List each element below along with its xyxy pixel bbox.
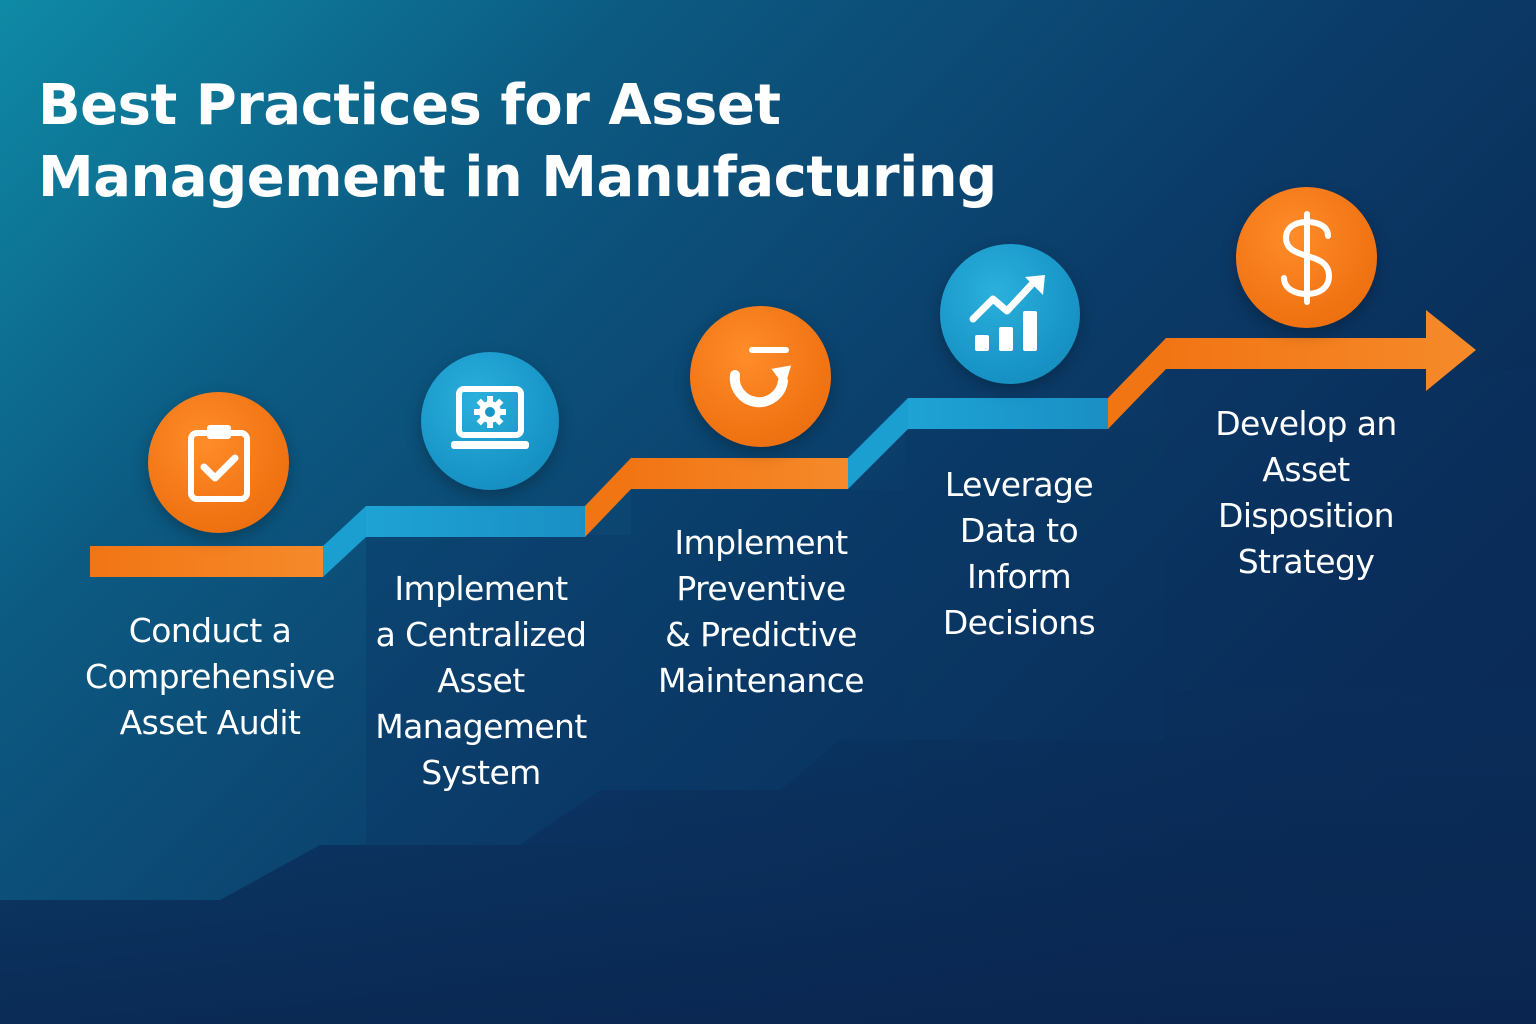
- path-riser-2: [585, 458, 631, 537]
- step-4-line-1: Leverage: [944, 465, 1094, 504]
- step-4-line-3: Inform: [967, 557, 1072, 596]
- path-riser-1: [323, 506, 366, 577]
- path-segment-3: [631, 458, 848, 489]
- step-1-icon-circle: [148, 392, 289, 533]
- path-riser-4: [1108, 338, 1166, 429]
- page-title: Best Practices for Asset Management in M…: [38, 70, 1018, 214]
- path-riser-3: [848, 398, 908, 489]
- title-line-1: Best Practices for Asset: [38, 73, 781, 138]
- step-2-line-2: a Centralized: [375, 615, 587, 654]
- step-5-line-4: Strategy: [1237, 542, 1375, 581]
- path-segment-1: [90, 546, 323, 577]
- step-5-line-2: Asset: [1262, 450, 1350, 489]
- step-3-line-2: Preventive: [676, 569, 846, 608]
- rotate-arrow-icon: [729, 346, 791, 407]
- step-4-line-4: Decisions: [942, 603, 1096, 642]
- title-line-2: Management in Manufacturing: [38, 145, 997, 210]
- step-2-line-5: System: [421, 753, 541, 792]
- step-2-line-3: Asset: [437, 661, 525, 700]
- dollar-sign-icon: [1280, 210, 1332, 305]
- step-2-icon-circle: [421, 352, 559, 490]
- step-4-text: Leverage Data to Inform Decisions: [908, 462, 1130, 646]
- step-5-line-3: Disposition: [1218, 496, 1394, 535]
- step-2-line-1: Implement: [394, 569, 568, 608]
- laptop-gear-icon: [451, 386, 529, 449]
- step-5-text: Develop an Asset Disposition Strategy: [1180, 401, 1432, 585]
- step-3-text: Implement Preventive & Predictive Mainte…: [632, 520, 890, 704]
- growth-chart-icon: [969, 275, 1045, 351]
- step-4-line-2: Data to: [959, 511, 1079, 550]
- step-2-line-4: Management: [375, 707, 587, 746]
- step-3-line-4: Maintenance: [658, 661, 865, 700]
- step-1-text: Conduct a Comprehensive Asset Audit: [60, 608, 360, 746]
- path-segment-5-arrow: [1166, 310, 1476, 391]
- step-5-icon-circle: [1236, 187, 1377, 328]
- step-4-icon-circle: [940, 244, 1080, 384]
- step-1-line-3: Asset Audit: [119, 703, 301, 742]
- step-1-line-2: Comprehensive: [85, 657, 336, 696]
- step-5-line-1: Develop an: [1215, 404, 1397, 443]
- step-3-line-1: Implement: [674, 523, 848, 562]
- step-3-icon-circle: [690, 306, 831, 447]
- step-3-line-3: & Predictive: [665, 615, 857, 654]
- step-2-text: Implement a Centralized Asset Management…: [346, 566, 616, 796]
- path-segment-2: [366, 506, 585, 537]
- clipboard-check-icon: [187, 424, 250, 502]
- step-1-line-1: Conduct a: [128, 611, 292, 650]
- path-segment-4: [908, 398, 1108, 429]
